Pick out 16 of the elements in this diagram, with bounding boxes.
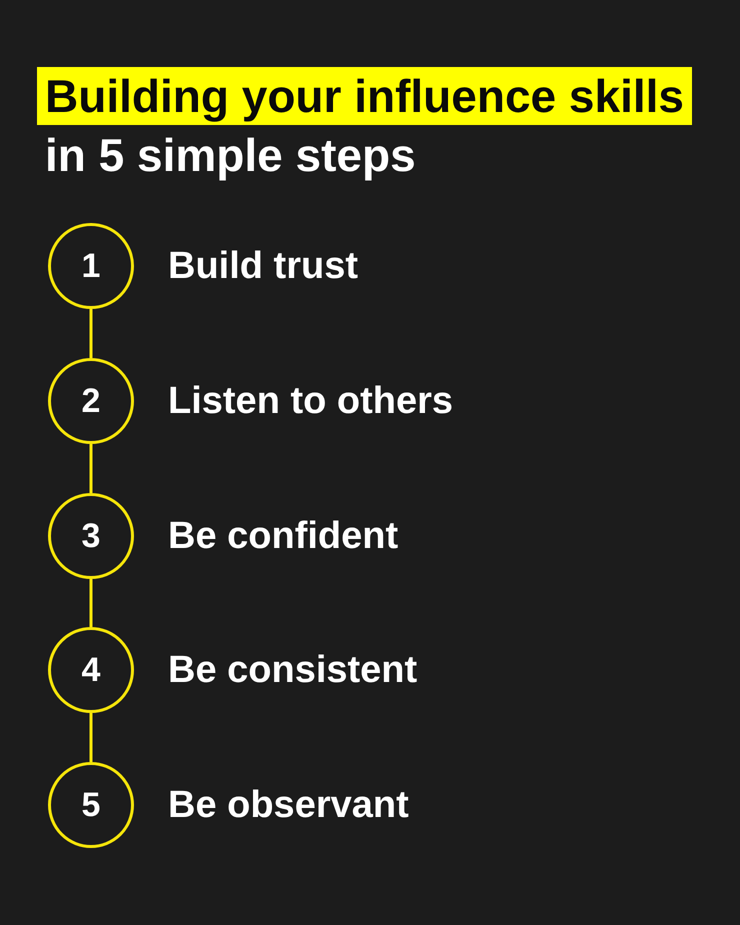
step-label: Listen to others bbox=[168, 379, 454, 423]
step-number: 2 bbox=[82, 384, 100, 418]
step-label: Be consistent bbox=[168, 648, 418, 692]
step-number: 3 bbox=[82, 519, 100, 553]
step-label: Be confident bbox=[168, 514, 398, 558]
step-label: Build trust bbox=[168, 244, 358, 288]
step-number: 1 bbox=[82, 249, 100, 283]
connector-line bbox=[90, 713, 92, 762]
step-number: 5 bbox=[82, 788, 100, 822]
connector-line bbox=[90, 309, 92, 358]
connector-line bbox=[90, 579, 92, 627]
title-highlight: Building your influence skills bbox=[37, 67, 692, 125]
step-label: Be observant bbox=[168, 783, 409, 827]
step-number: 4 bbox=[82, 653, 100, 687]
subtitle: in 5 simple steps bbox=[45, 129, 416, 181]
connector-line bbox=[90, 444, 92, 493]
